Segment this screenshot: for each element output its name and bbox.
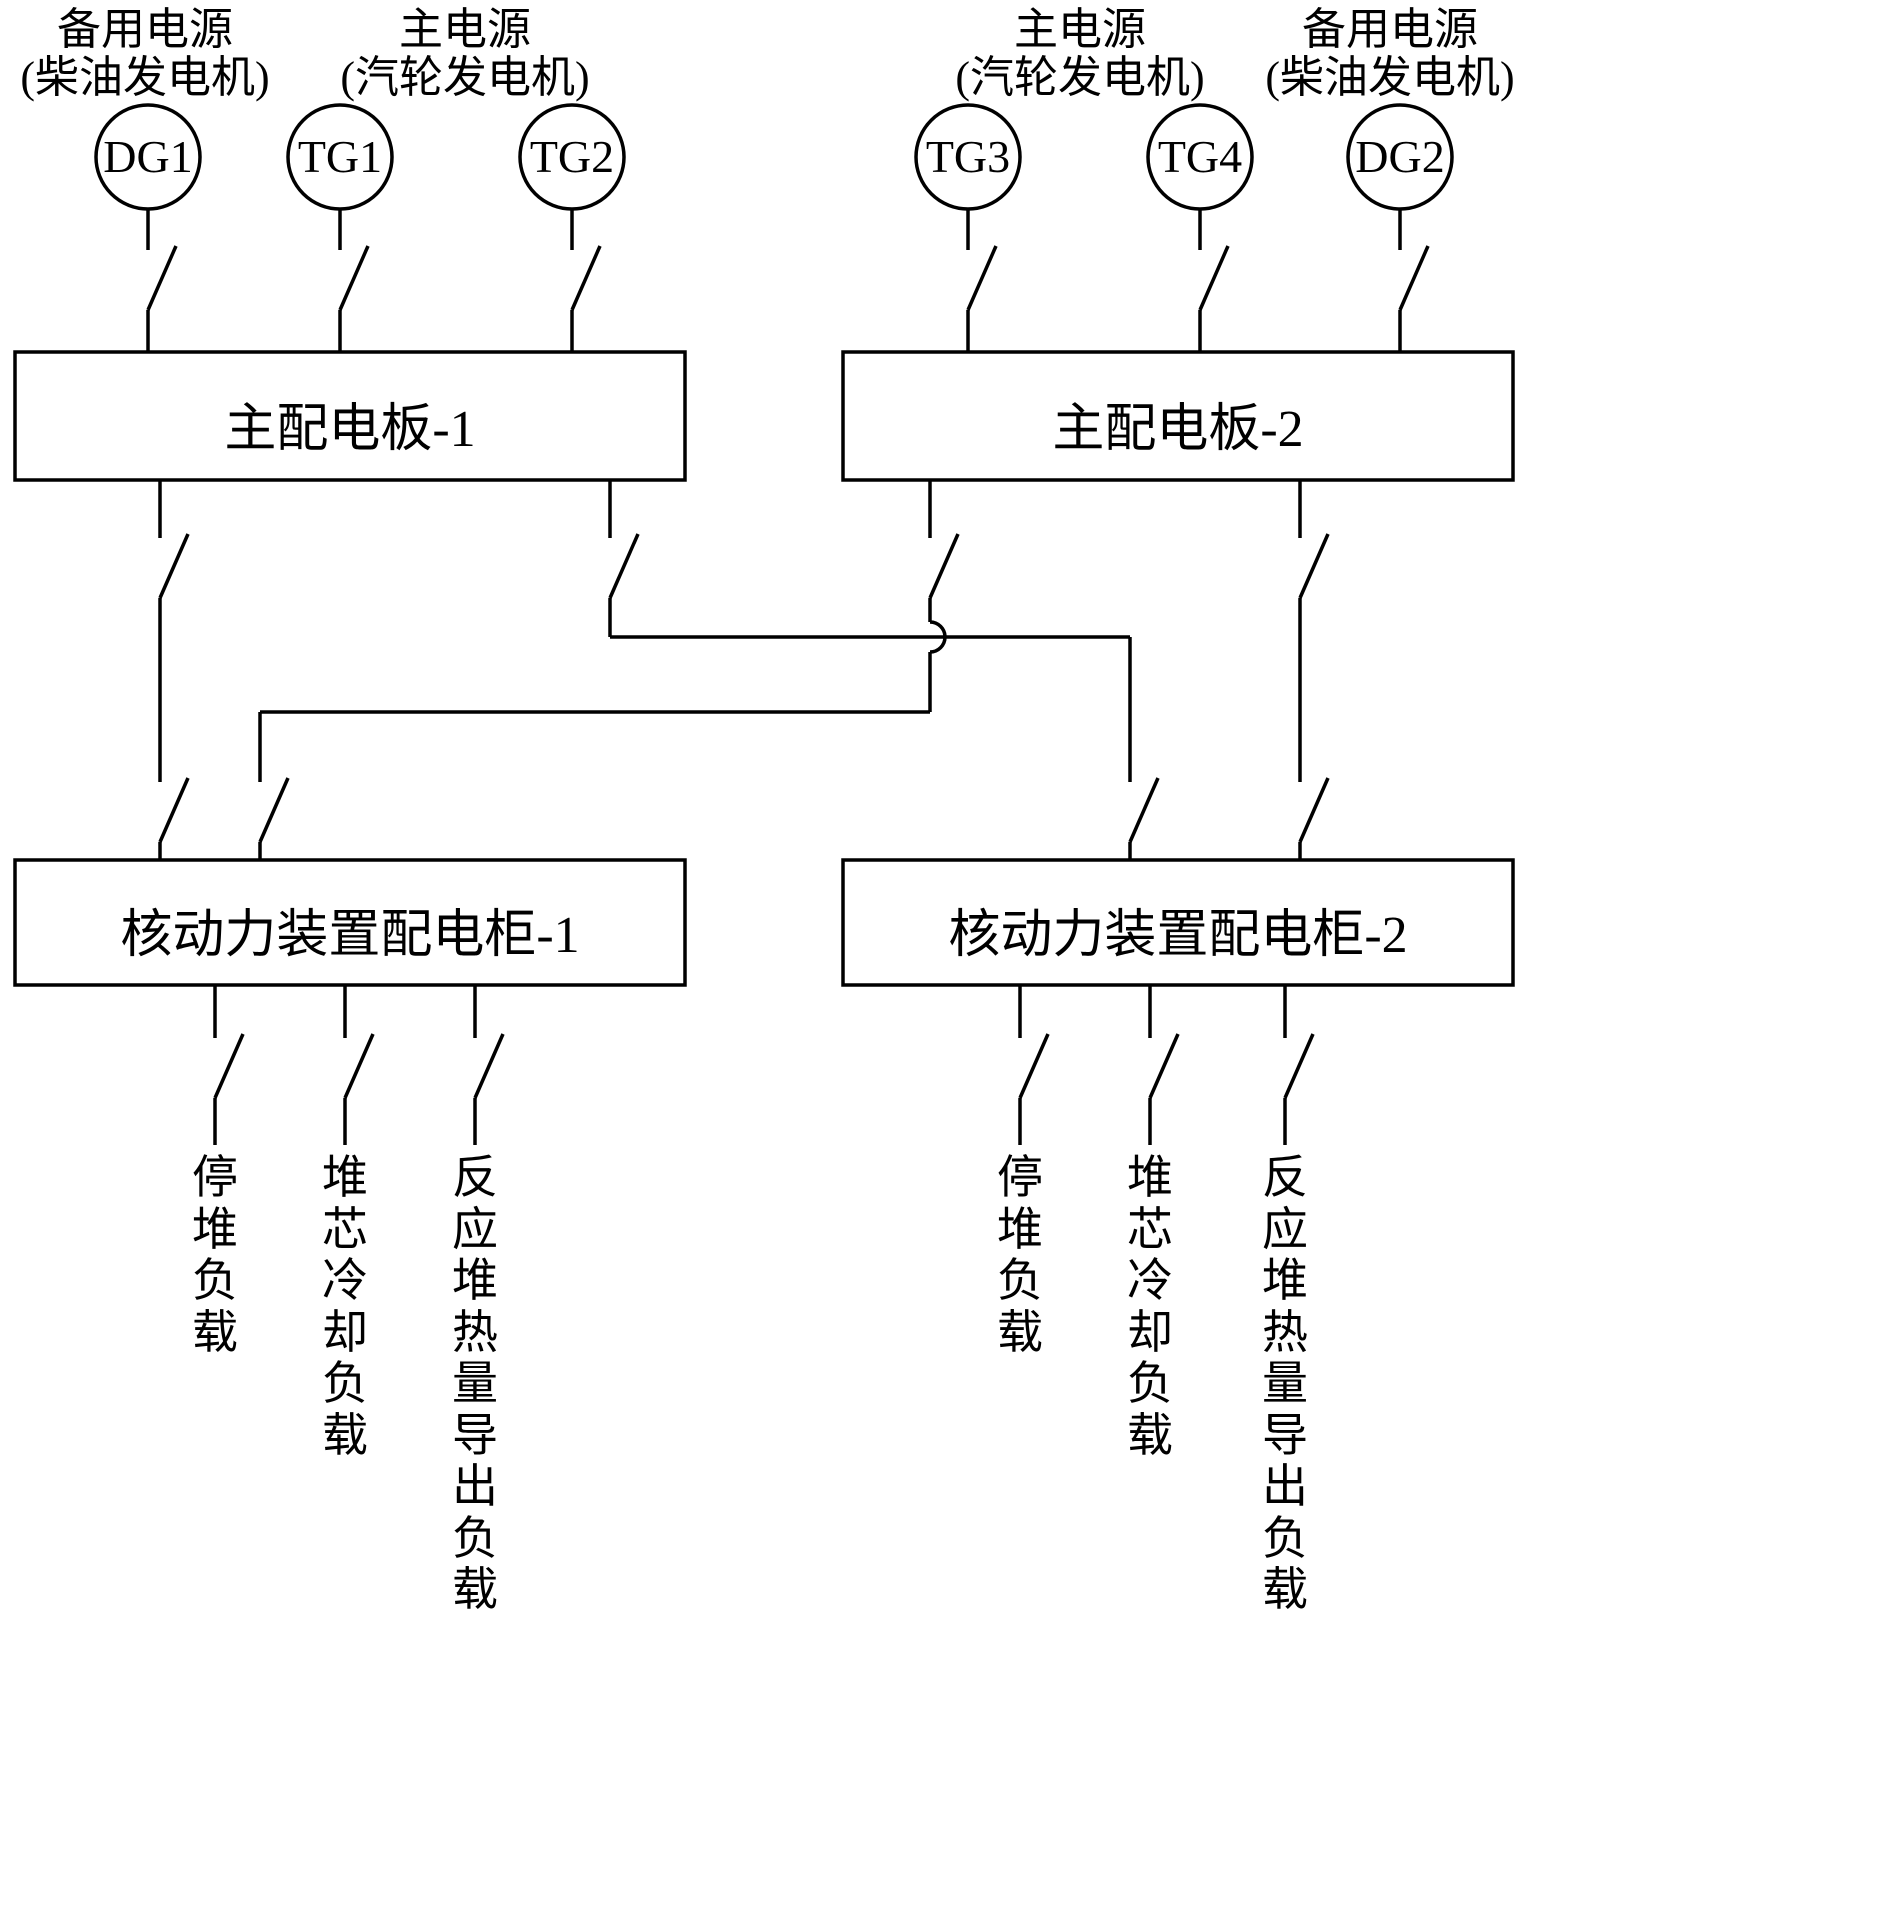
generator-tg3-symbol bbox=[914, 103, 1022, 352]
generator-label-dg1: DG1 bbox=[103, 131, 193, 182]
tie-switchboard1-cabinet1 bbox=[158, 480, 190, 860]
breaker-icon bbox=[966, 245, 998, 311]
breaker-icon bbox=[1298, 777, 1330, 843]
generator-label-tg1: TG1 bbox=[297, 131, 383, 182]
breaker-icon bbox=[158, 533, 190, 599]
breaker-icon bbox=[1298, 533, 1330, 599]
tie-switchboard2-cabinet1 bbox=[258, 480, 960, 860]
breaker-icon bbox=[928, 533, 960, 599]
cabinet-2-label: 核动力装置配电柜-2 bbox=[948, 907, 1408, 964]
load-feeder-heat-removal-1 bbox=[473, 985, 505, 1145]
generator-label-tg4: TG4 bbox=[1157, 131, 1243, 182]
source-label-line2: (汽轮发电机) bbox=[340, 52, 590, 102]
main-switchboard-2-label: 主配电板-2 bbox=[1052, 401, 1304, 458]
generator-dg1-symbol bbox=[94, 103, 202, 352]
source-label-backup-2: 备用电源 (柴油发电机) bbox=[1160, 6, 1620, 101]
breaker-icon bbox=[343, 1033, 375, 1099]
generator-tg2-symbol bbox=[518, 103, 626, 352]
generator-label-tg2: TG2 bbox=[529, 131, 615, 182]
source-label-line2: (柴油发电机) bbox=[20, 52, 270, 102]
tie-switchboard2-cabinet2 bbox=[1298, 480, 1330, 860]
cabinet-2-box bbox=[841, 858, 1515, 987]
main-switchboard-1-label: 主配电板-1 bbox=[224, 401, 476, 458]
source-label-backup-1: 备用电源 (柴油发电机) bbox=[0, 6, 375, 101]
load-feeder-heat-removal-2 bbox=[1283, 985, 1315, 1145]
source-label-line1: 备用电源 bbox=[57, 5, 233, 54]
source-label-line2: (汽轮发电机) bbox=[955, 52, 1205, 102]
source-label-line1: 主电源 bbox=[399, 5, 531, 54]
breaker-icon bbox=[146, 245, 178, 311]
breaker-icon bbox=[1148, 1033, 1180, 1099]
load-label-shutdown-1: 停堆负载 bbox=[192, 1152, 238, 1358]
source-label-line2: (柴油发电机) bbox=[1265, 52, 1515, 102]
source-label-main-1: 主电源 (汽轮发电机) bbox=[235, 6, 695, 101]
breaker-icon bbox=[608, 533, 640, 599]
cabinet-1-box bbox=[13, 858, 687, 987]
source-label-line1: 备用电源 bbox=[1302, 5, 1478, 54]
breaker-icon bbox=[338, 245, 370, 311]
main-switchboard-2-box bbox=[841, 350, 1515, 482]
breaker-icon bbox=[213, 1033, 245, 1099]
generator-label-dg2: DG2 bbox=[1355, 131, 1445, 182]
load-feeder-shutdown-2 bbox=[1018, 985, 1050, 1145]
load-label-core-cooling-2: 堆芯冷却负载 bbox=[1127, 1152, 1173, 1461]
load-label-heat-removal-2: 反应堆热量导出负载 bbox=[1262, 1152, 1308, 1616]
load-label-heat-removal-1: 反应堆热量导出负载 bbox=[452, 1152, 498, 1616]
source-label-main-2: 主电源 (汽轮发电机) bbox=[850, 6, 1310, 101]
cabinet-1-label: 核动力装置配电柜-1 bbox=[120, 907, 580, 964]
breaker-icon bbox=[258, 777, 290, 843]
breaker-icon bbox=[1128, 777, 1160, 843]
load-feeder-core-cooling-1 bbox=[343, 985, 375, 1145]
breaker-icon bbox=[1283, 1033, 1315, 1099]
main-switchboard-1-box bbox=[13, 350, 687, 482]
breaker-icon bbox=[158, 777, 190, 843]
breaker-icon bbox=[1198, 245, 1230, 311]
generator-label-tg3: TG3 bbox=[925, 131, 1011, 182]
breaker-icon bbox=[570, 245, 602, 311]
tie-switchboard1-cabinet2 bbox=[608, 480, 1160, 860]
generator-dg2-symbol bbox=[1346, 103, 1454, 352]
load-feeder-core-cooling-2 bbox=[1148, 985, 1180, 1145]
load-label-core-cooling-1: 堆芯冷却负载 bbox=[322, 1152, 368, 1461]
source-label-line1: 主电源 bbox=[1014, 5, 1146, 54]
load-label-shutdown-2: 停堆负载 bbox=[997, 1152, 1043, 1358]
generator-tg1-symbol bbox=[286, 103, 394, 352]
breaker-icon bbox=[1398, 245, 1430, 311]
crossover-hop bbox=[929, 620, 947, 654]
breaker-icon bbox=[1018, 1033, 1050, 1099]
breaker-icon bbox=[473, 1033, 505, 1099]
load-feeder-shutdown-1 bbox=[213, 985, 245, 1145]
generator-tg4-symbol bbox=[1146, 103, 1254, 352]
